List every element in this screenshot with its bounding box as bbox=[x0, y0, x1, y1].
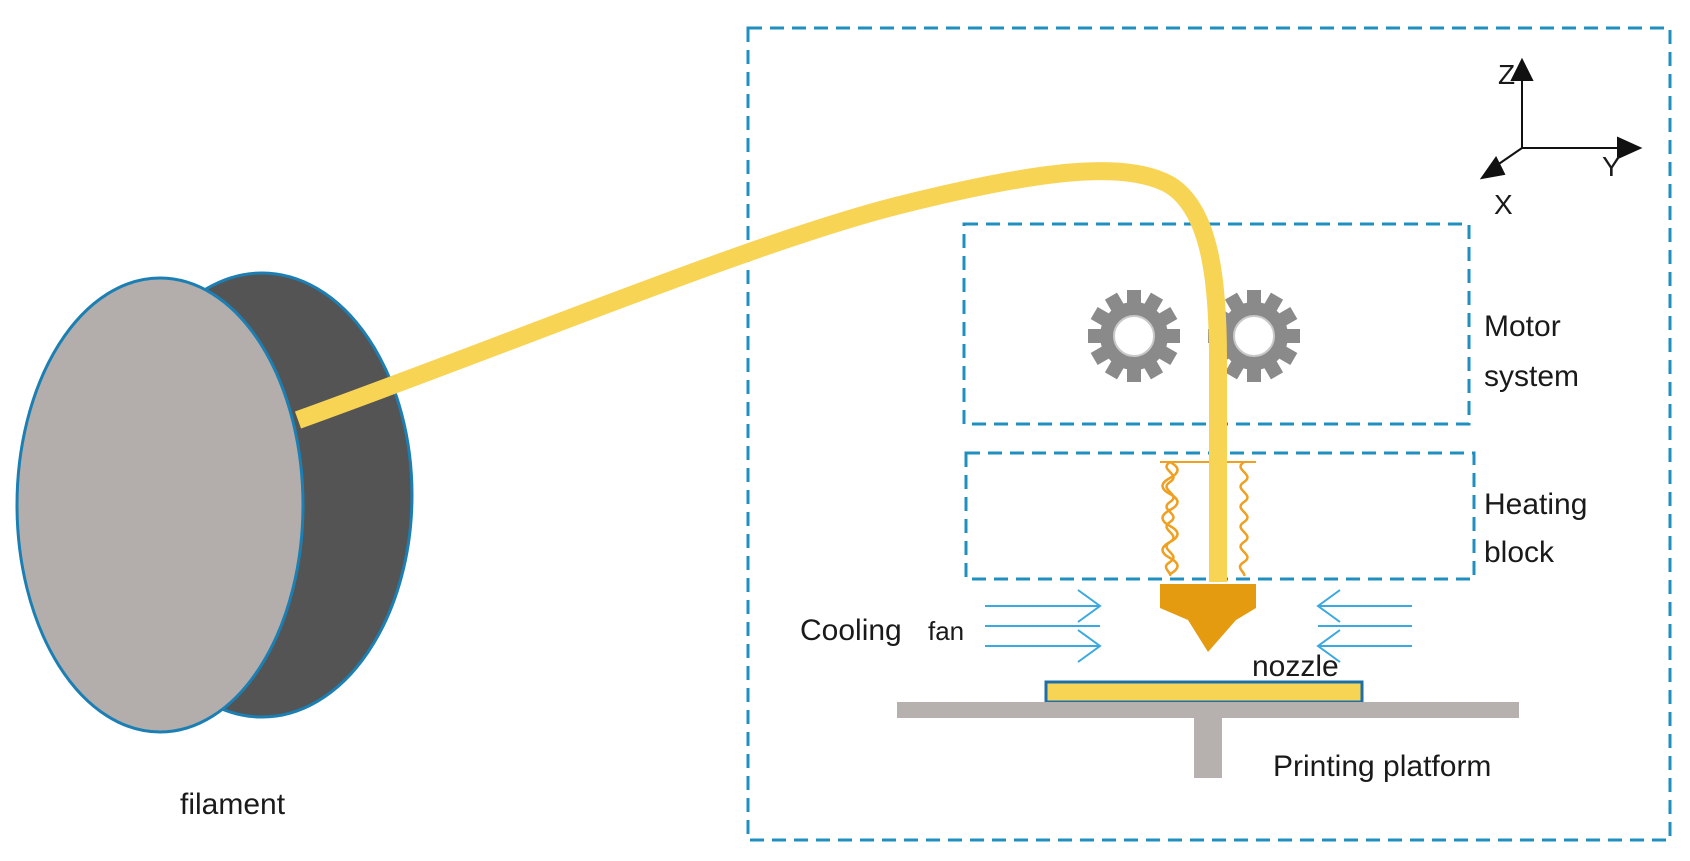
print-layer bbox=[1044, 680, 1364, 704]
gear-icon bbox=[1088, 290, 1180, 382]
cooling-label: Cooling bbox=[800, 614, 902, 647]
air-flow-icon bbox=[1316, 589, 1412, 663]
axis-z-label: Z bbox=[1498, 59, 1515, 90]
axis-arrow-icon bbox=[1479, 57, 1643, 180]
heater-coil-left bbox=[1161, 460, 1179, 576]
axis-x-label: X bbox=[1494, 189, 1513, 220]
printer-frame bbox=[746, 26, 1672, 842]
printing-platform-stand bbox=[1194, 718, 1222, 778]
heater-coil-left-2 bbox=[1164, 460, 1175, 577]
nozzle-shape bbox=[1160, 584, 1256, 652]
filament-label: filament bbox=[180, 788, 286, 821]
printing-platform-bed bbox=[897, 702, 1519, 718]
filament-strand bbox=[294, 162, 1227, 582]
heating-block-label-line2: block bbox=[1484, 536, 1555, 569]
printing-platform-label: Printing platform bbox=[1273, 750, 1491, 783]
heater-coil-right bbox=[1238, 460, 1249, 577]
spool-face bbox=[15, 276, 305, 734]
motor-system-label-line1: Motor bbox=[1484, 310, 1561, 343]
nozzle-label: nozzle bbox=[1252, 650, 1339, 683]
motor-system-label-line2: system bbox=[1484, 360, 1579, 393]
axis-y-label: Y bbox=[1602, 151, 1621, 182]
air-flow-icon bbox=[985, 589, 1102, 663]
fan-label: fan bbox=[928, 616, 964, 646]
heating-block-label-line1: Heating bbox=[1484, 488, 1587, 521]
filament-spool bbox=[15, 271, 414, 734]
